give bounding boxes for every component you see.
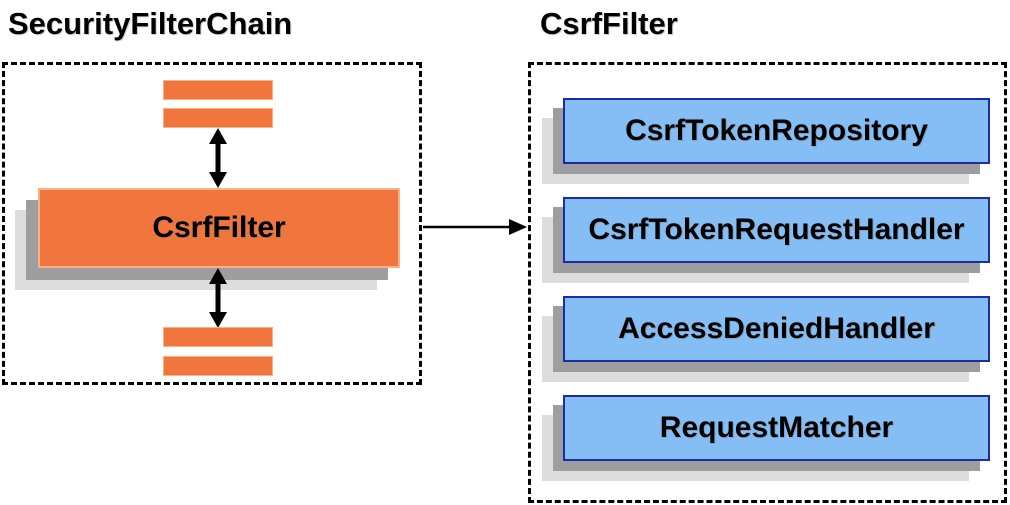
security-filter-chain-title: SecurityFilterChain <box>8 6 293 41</box>
security-filter-chain-panel: CsrfFilter <box>2 62 422 385</box>
filter-stack-bar-bottom-2 <box>163 356 273 376</box>
csrf-filter-box: CsrfFilter <box>38 188 400 268</box>
filter-stack-bar-top-2 <box>163 108 273 128</box>
csrf-token-repository-label: CsrfTokenRepository <box>625 114 928 147</box>
request-matcher-label: RequestMatcher <box>659 411 894 444</box>
filter-stack-bar-bottom-1 <box>163 327 273 347</box>
csrf-token-repository-box: CsrfTokenRepository <box>563 98 990 164</box>
csrf-filter-title: CsrfFilter <box>540 6 678 41</box>
bidirectional-arrow-icon <box>209 128 227 188</box>
filter-stack-bar-top-1 <box>163 80 273 100</box>
csrf-token-request-handler-box: CsrfTokenRequestHandler <box>563 197 990 263</box>
csrf-token-request-handler-label: CsrfTokenRequestHandler <box>588 213 965 246</box>
access-denied-handler-label: AccessDeniedHandler <box>618 312 935 345</box>
request-matcher-box: RequestMatcher <box>563 395 990 461</box>
flow-arrow-icon <box>423 219 527 235</box>
csrf-filter-panel: CsrfTokenRepository CsrfTokenRequestHand… <box>528 62 1007 503</box>
access-denied-handler-box: AccessDeniedHandler <box>563 296 990 362</box>
bidirectional-arrow-icon <box>209 268 227 328</box>
csrf-filter-box-label: CsrfFilter <box>152 211 286 244</box>
